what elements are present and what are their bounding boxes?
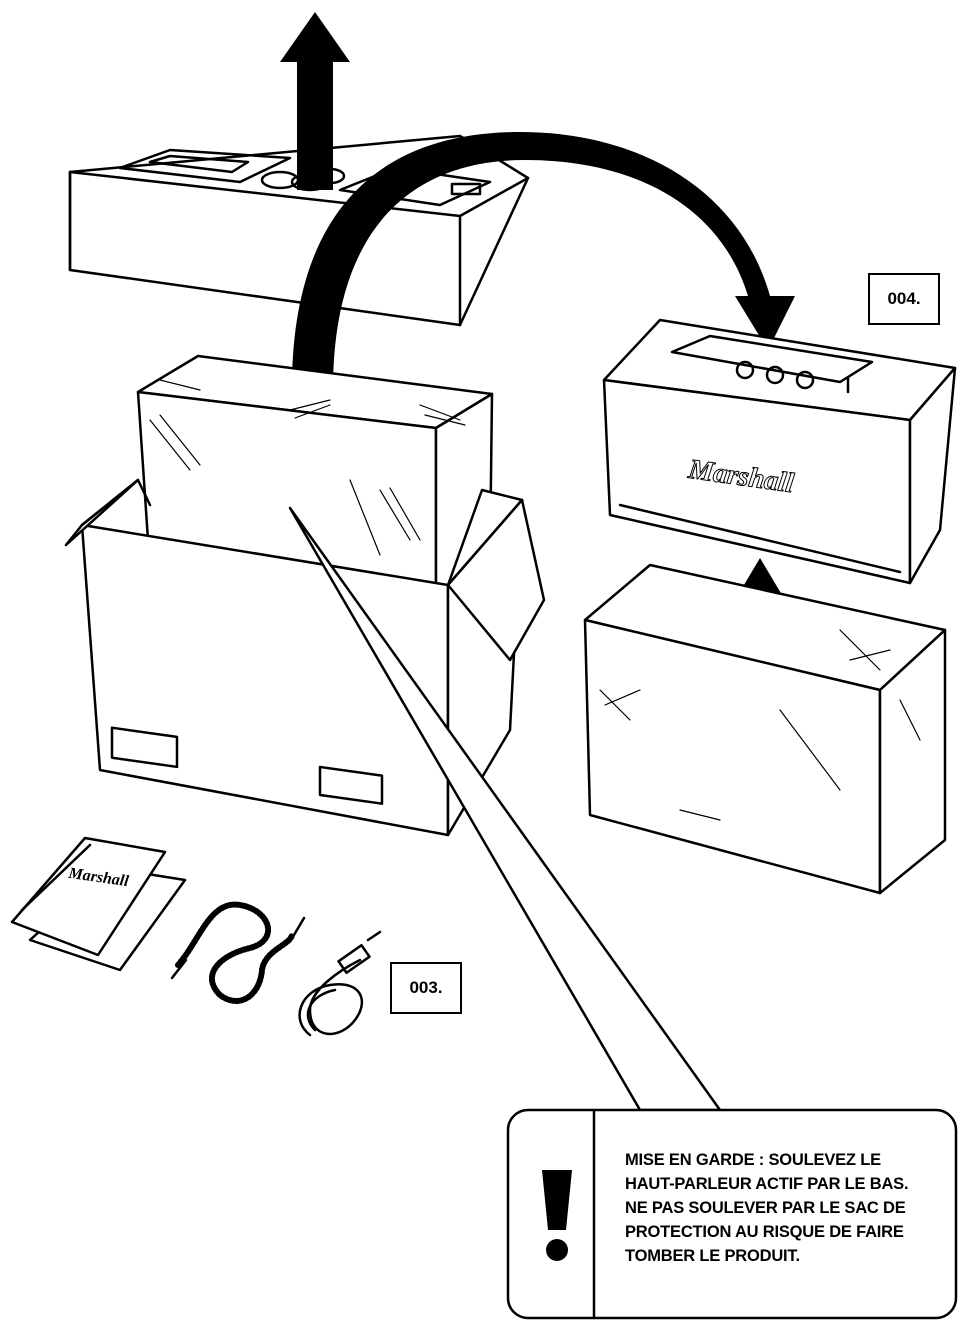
warning-line: MISE EN GARDE : SOULEVEZ LE (625, 1151, 881, 1169)
warning-line: PROTECTION AU RISQUE DE FAIRE (625, 1223, 904, 1241)
warning-line: TOMBER LE PRODUIT. (625, 1247, 800, 1265)
step-003-label: 003. (390, 962, 462, 1014)
warning-line: NE PAS SOULEVER PAR LE SAC DE (625, 1199, 906, 1217)
warning-text: MISE EN GARDE : SOULEVEZ LE HAUT-PARLEUR… (625, 1148, 945, 1268)
speaker (602, 318, 957, 585)
warning-box (506, 1108, 958, 1320)
warning-line: HAUT-PARLEUR ACTIF PAR LE BAS. (625, 1175, 909, 1193)
lift-arrow-icon (280, 12, 350, 190)
manual-booklet (10, 836, 187, 972)
protective-bag (583, 563, 947, 895)
step-004-label: 004. (868, 273, 940, 325)
coiled-cable (175, 901, 295, 1004)
exclamation-icon (542, 1170, 572, 1261)
power-cable (298, 930, 382, 1037)
